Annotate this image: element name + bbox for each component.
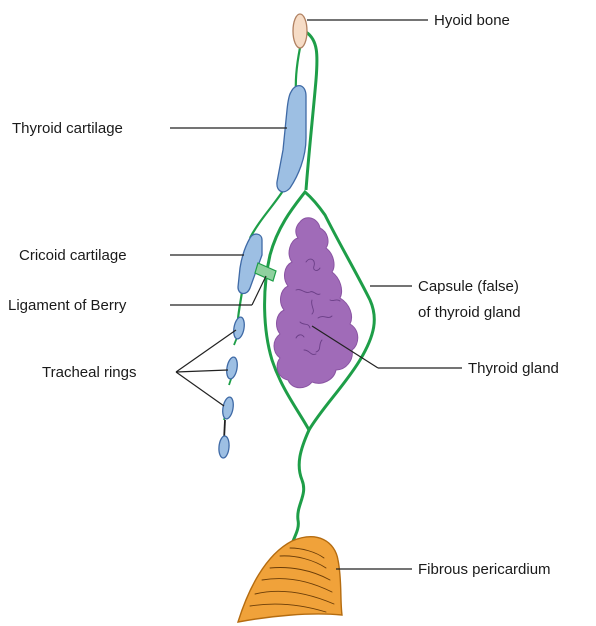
label-capsule-line1: Capsule (false) bbox=[418, 278, 519, 295]
hyoid-bone-shape bbox=[293, 14, 307, 48]
investing-fascia-upper bbox=[306, 32, 317, 190]
label-capsule-line2: of thyroid gland bbox=[418, 304, 521, 321]
investing-fascia-lower bbox=[292, 430, 309, 545]
label-thyroid-cartilage: Thyroid cartilage bbox=[12, 120, 123, 137]
leader-tracheal-3 bbox=[176, 372, 224, 406]
label-hyoid-bone: Hyoid bone bbox=[434, 12, 510, 29]
thyroid-gland-shape bbox=[274, 218, 358, 388]
tracheal-ring-3 bbox=[221, 396, 235, 419]
label-thyroid-gland: Thyroid gland bbox=[468, 360, 559, 377]
thyroid-cartilage-shape bbox=[277, 86, 306, 192]
label-cricoid-cartilage: Cricoid cartilage bbox=[19, 247, 127, 264]
label-tracheal-rings: Tracheal rings bbox=[42, 364, 136, 381]
label-fibrous-pericardium: Fibrous pericardium bbox=[418, 561, 551, 578]
tracheal-ring-1 bbox=[232, 316, 246, 339]
tracheal-ring-2 bbox=[225, 356, 239, 379]
leader-tracheal-2 bbox=[176, 370, 228, 372]
tracheal-ring-4 bbox=[218, 436, 230, 459]
label-ligament-of-berry: Ligament of Berry bbox=[8, 297, 127, 314]
